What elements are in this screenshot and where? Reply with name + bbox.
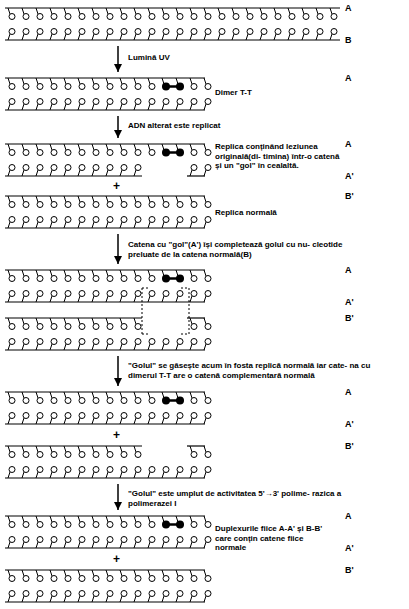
strand-label: A [345,2,352,14]
step-note: Replica conținând leziunea originală(di-… [215,142,340,171]
dna-strand [5,216,215,228]
dna-strand [5,570,215,582]
thymine-dimer [162,397,184,405]
plus-sign: + [113,179,120,193]
dna-strand [5,412,215,424]
step-arrow [117,46,119,72]
strand-label: A' [345,542,354,554]
strand-label: B' [345,312,354,324]
dna-strand [5,466,215,478]
plus-sign: + [113,428,120,442]
dna-strand [5,144,215,156]
strand-label: A [345,138,352,150]
step-note: Duplexurile fiice A-A' și B-B' care conț… [215,524,330,553]
gapped-strand [5,318,215,330]
step-arrow [117,484,119,510]
gapped-strand [5,164,215,176]
strand-label: A [345,72,352,84]
strand-label: B [345,34,352,46]
dna-strand [5,392,215,404]
plus-sign: + [113,552,120,566]
thymine-dimer [162,83,184,91]
dna-strand [5,196,215,208]
strand-label: A' [345,170,354,182]
thymine-dimer [162,275,184,283]
step-note: Dimer T-T [215,88,335,98]
dna-strand [5,590,215,602]
step-arrow [117,234,119,264]
thymine-dimer [162,149,184,157]
step-note: Replica normală [215,208,335,218]
strand-label: A' [345,296,354,308]
strand-label: A [345,510,352,522]
strand-label: B' [345,440,354,452]
dna-strand [5,270,215,282]
dna-strand [5,98,215,110]
dna-strand [5,536,215,548]
thymine-dimer [162,521,184,529]
dna-strand [5,338,215,350]
dna-strand [5,28,341,40]
strand-label: B' [345,564,354,576]
strand-label: B' [345,190,354,202]
strand-label: A [345,386,352,398]
dna-strand [5,516,215,528]
strand-label: A' [345,418,354,430]
dna-strand [5,290,215,302]
step-note: ADN alterat este replicat [128,121,328,131]
strand-label: A [345,264,352,276]
step-note: Lumină UV [128,53,328,63]
step-note: "Golul" se găsește acum în fosta replică… [128,361,400,380]
dna-strand [5,8,341,20]
step-arrow [117,356,119,386]
transfer-bracket [142,288,189,334]
step-arrow [117,116,119,138]
gapped-strand [5,446,215,458]
step-note: "Golul" este umplut de activitatea 5'→3'… [128,489,343,508]
dna-strand [5,78,215,90]
step-note: Catena cu "gol"(A') își completează golu… [128,240,343,259]
